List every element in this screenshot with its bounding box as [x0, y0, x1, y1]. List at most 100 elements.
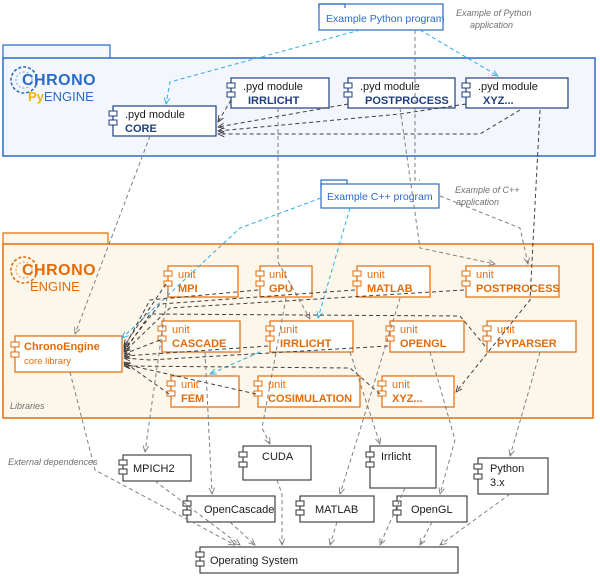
svg-text:PyENGINE: PyENGINE	[28, 89, 94, 104]
arrow-matlab-to-os	[330, 521, 338, 545]
arrow-python-to-os	[440, 493, 511, 545]
unit-irrlicht[interactable]: unit IRRLICHT	[265, 320, 354, 353]
unit-matlab-kind: unit	[367, 269, 385, 281]
arrow-irrlicht-to-os	[380, 487, 406, 545]
example-cpp-program[interactable]: Example C++ program	[320, 179, 440, 209]
arrow-opencascade-to-os	[229, 521, 255, 545]
unit-opengl[interactable]: unit OPENGL	[385, 320, 465, 353]
ext-matlab-label: MATLAB	[315, 504, 358, 516]
pyd-module-core-kind: .pyd module	[125, 109, 185, 121]
unit-xyz-name: XYZ...	[392, 393, 423, 405]
arrow-opengl-to-opengl	[429, 351, 456, 494]
example-python-program[interactable]: Example Python program	[318, 3, 445, 31]
unit-fem-kind: unit	[181, 379, 199, 391]
pyd-module-postprocess[interactable]: .pyd module POSTPROCESS	[343, 77, 456, 109]
pyd-module-core[interactable]: .pyd module CORE	[108, 105, 217, 137]
arrow-irrlicht-to-irrlicht	[349, 351, 380, 444]
arrow-mpi-to-core	[124, 283, 167, 346]
unit-matlab[interactable]: unit MATLAB	[352, 265, 431, 298]
arrow-fem-to-core	[124, 362, 170, 395]
ext-python[interactable]: Python 3.x	[473, 457, 549, 495]
unit-fem[interactable]: unit FEM	[166, 375, 240, 408]
core-library-subtitle: core library	[24, 356, 71, 367]
arrow-cpp-to-fem	[210, 351, 261, 374]
unit-postprocess-kind: unit	[476, 269, 494, 281]
arrow-python-down	[414, 30, 420, 181]
ext-cuda-label: CUDA	[262, 451, 294, 463]
unit-pyparser[interactable]: unit PYPARSER	[482, 320, 577, 353]
arrow-matlab-to-matlab	[340, 297, 401, 494]
unit-xyz[interactable]: unit XYZ...	[377, 375, 455, 408]
unit-gpu[interactable]: unit GPU	[255, 265, 313, 298]
ext-cuda[interactable]: CUDA	[238, 445, 312, 481]
arrow-cosim-to-core	[124, 364, 257, 395]
ext-mpich2[interactable]: MPICH2	[118, 454, 192, 482]
arrow-gpu-to-core	[124, 289, 259, 348]
unit-mpi-name: MPI	[178, 283, 198, 295]
unit-fem-name: FEM	[181, 393, 204, 405]
unit-gpu-name: GPU	[269, 283, 293, 295]
cpp-example-note-1: Example of C++	[455, 185, 520, 195]
arrow-pyparser-to-core	[124, 313, 486, 352]
arrow-py-to-xyz	[419, 29, 498, 76]
arrow-xyzpyd-to-core-2	[218, 109, 521, 134]
ext-python-label: Python	[490, 463, 524, 475]
unit-cascade-name: CASCADE	[172, 338, 226, 350]
arrow-mpich2-to-os	[154, 480, 240, 545]
pychrono-logo-engine: ENGINE	[44, 89, 94, 104]
pychrono-logo-py: Py	[28, 89, 45, 104]
unit-pyparser-kind: unit	[497, 324, 515, 336]
unit-gpu-kind: unit	[269, 269, 287, 281]
unit-pyparser-name: PYPARSER	[497, 338, 557, 350]
unit-irrlicht-name: IRRLICHT	[280, 338, 332, 350]
unit-cascade[interactable]: unit CASCADE	[157, 320, 241, 353]
pyd-module-irrlicht-name: IRRLICHT	[248, 95, 300, 107]
ext-irrlicht[interactable]: Irrlicht	[365, 445, 437, 489]
arrow-postpyd-to-core	[218, 103, 349, 127]
unit-matlab-name: MATLAB	[367, 283, 413, 295]
unit-cosimulation-name: COSIMULATION	[268, 393, 352, 405]
ext-opengl[interactable]: OpenGL	[392, 495, 468, 523]
unit-xyz-kind: unit	[392, 379, 410, 391]
arrow-py-to-core	[166, 29, 361, 104]
chrono-logo-line1: CHRONO	[22, 262, 96, 279]
operating-system[interactable]: Operating System	[195, 546, 459, 574]
unit-postprocess[interactable]: unit POSTPROCESS	[461, 265, 560, 298]
arrow-postpyd-to-postunit	[399, 107, 495, 264]
unit-cosimulation[interactable]: unit COSIMULATION	[253, 375, 361, 408]
arrow-irrpyd-to-core	[218, 99, 232, 122]
example-python-program-label: Example Python program	[326, 13, 445, 25]
arrow-cpp-to-corelib	[122, 197, 322, 338]
example-cpp-program-label: Example C++ program	[327, 191, 433, 203]
ext-opencascade-label: OpenCascade	[204, 504, 274, 516]
arrow-opengl-to-core	[124, 345, 389, 360]
pyd-module-xyz[interactable]: .pyd module XYZ...	[461, 77, 569, 109]
arrow-irrlicht-to-core	[124, 345, 269, 356]
ext-matlab[interactable]: MATLAB	[295, 495, 375, 523]
chronoengine-core-library[interactable]: ChronoEngine core library	[10, 335, 123, 373]
unit-cosimulation-kind: unit	[268, 379, 286, 391]
pyd-module-irrlicht[interactable]: .pyd module IRRLICHT	[226, 77, 330, 109]
unit-mpi[interactable]: unit MPI	[163, 265, 239, 298]
arrow-mpi-to-mpich2	[145, 289, 169, 452]
ext-opencascade[interactable]: OpenCascade	[182, 495, 276, 523]
libraries-label: Libraries	[10, 401, 45, 411]
chrono-engine-logo: CHRONO ENGINE	[10, 256, 96, 294]
arrow-cpp-to-irrlicht	[318, 207, 351, 318]
unit-opengl-kind: unit	[400, 324, 418, 336]
connectors	[69, 29, 541, 545]
pyd-module-postprocess-name: POSTPROCESS	[365, 95, 449, 107]
pyd-module-xyz-name: XYZ...	[483, 95, 514, 107]
arrow-python-to-cpp	[439, 195, 528, 264]
arrow-cascade-to-opencascade	[204, 351, 212, 494]
external-dependences-label: External dependences	[8, 457, 98, 467]
pyd-module-core-name: CORE	[125, 123, 157, 135]
unit-cascade-kind: unit	[172, 324, 190, 336]
arrow-opengl-to-os	[420, 521, 433, 545]
arrow-post-to-core	[124, 289, 465, 352]
operating-system-label: Operating System	[210, 555, 298, 567]
pychrono-logo-line1: CHRONO	[22, 72, 96, 89]
ext-opengl-label: OpenGL	[411, 504, 453, 516]
arrow-corelib-to-os	[69, 371, 235, 545]
